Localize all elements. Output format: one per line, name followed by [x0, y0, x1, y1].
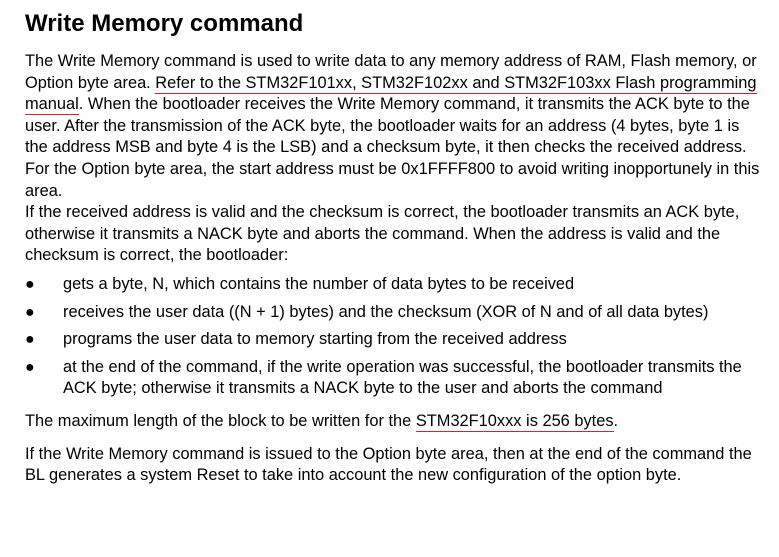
page-title: Write Memory command: [25, 10, 304, 37]
list-item: ● receives the user data ((N + 1) bytes)…: [25, 302, 765, 324]
max-length-paragraph: The maximum length of the block to be wr…: [25, 411, 765, 433]
option-byte-note: If the Write Memory command is issued to…: [25, 444, 752, 485]
list-item-text: receives the user data ((N + 1) bytes) a…: [63, 302, 709, 321]
intro-text-2: . When the bootloader receives the Write…: [25, 95, 760, 200]
max-length-prefix: The maximum length of the block to be wr…: [25, 411, 416, 430]
intro-paragraph: The Write Memory command is used to writ…: [25, 51, 765, 267]
bullet-icon: ●: [25, 331, 35, 349]
bullet-icon: ●: [25, 275, 35, 293]
reference-manual-link[interactable]: Refer to the STM32F101xx, STM32F102xx an…: [25, 73, 757, 116]
list-item: ● programs the user data to memory start…: [25, 329, 765, 351]
intro-text-3: If the received address is valid and the…: [25, 203, 740, 265]
list-item-text: at the end of the command, if the write …: [63, 357, 742, 398]
list-item: ● at the end of the command, if the writ…: [25, 357, 765, 400]
intro-text-1: The Write Memory command is used to writ…: [25, 52, 757, 92]
list-item-text: gets a byte, N, which contains the numbe…: [63, 274, 575, 293]
max-length-suffix: .: [613, 411, 619, 430]
max-length-highlight: STM32F10xxx is 256 bytes: [415, 411, 614, 432]
document-page: Write Memory command The Write Memory co…: [25, 8, 765, 487]
list-item-text: programs the user data to memory startin…: [63, 330, 567, 349]
steps-list: ● gets a byte, N, which contains the num…: [25, 274, 765, 400]
list-item: ● gets a byte, N, which contains the num…: [25, 274, 765, 296]
bullet-icon: ●: [25, 303, 35, 321]
bullet-icon: ●: [25, 358, 35, 376]
